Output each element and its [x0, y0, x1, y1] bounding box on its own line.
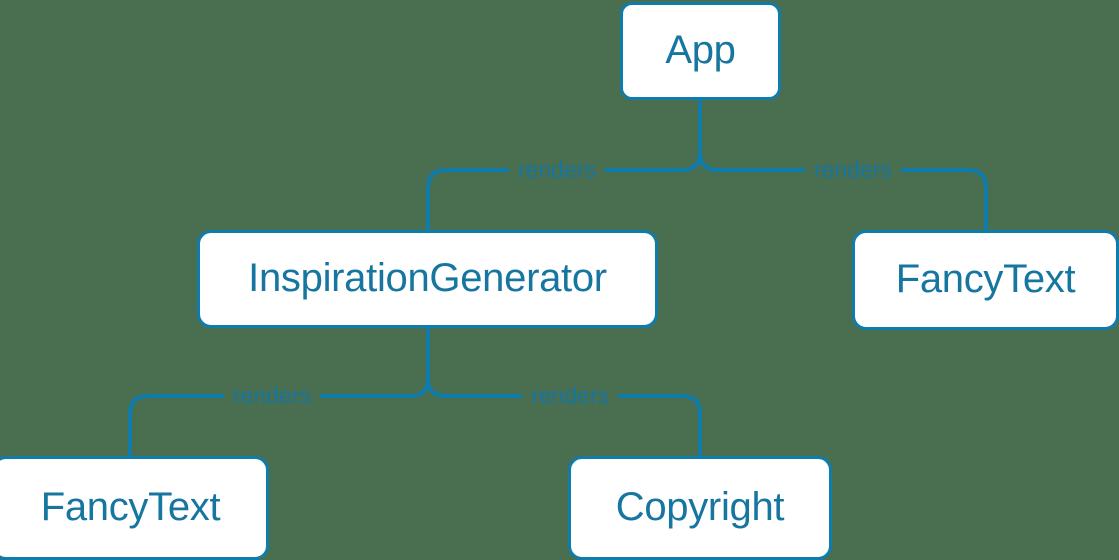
edge-app-to-fancy-right [698, 151, 988, 230]
edge-inspgen-to-fancy-left [128, 377, 430, 456]
node-app[interactable]: App [620, 2, 781, 100]
node-app-label: App [665, 27, 736, 72]
node-fancy-text-right[interactable]: FancyText [852, 230, 1119, 330]
edge-label-inspiration-generator-to-copyright: renders [522, 384, 618, 408]
edge-app-to-inspgen [426, 151, 702, 230]
node-fancy-text-left[interactable]: FancyText [0, 456, 269, 560]
node-fancy-text-right-label: FancyText [895, 256, 1076, 301]
node-fancy-text-left-label: FancyText [40, 484, 221, 529]
node-inspiration-generator-label: InspirationGenerator [248, 255, 607, 300]
edge-label-app-to-inspiration-generator: renders [509, 158, 605, 182]
node-copyright[interactable]: Copyright [568, 456, 832, 560]
edge-label-inspiration-generator-to-fancy-text-left: renders [224, 384, 320, 408]
edge-inspgen-to-copyright [426, 377, 702, 456]
edge-label-app-to-fancy-text-right: renders [805, 158, 901, 182]
node-inspiration-generator[interactable]: InspirationGenerator [197, 230, 658, 328]
node-copyright-label: Copyright [615, 484, 785, 529]
